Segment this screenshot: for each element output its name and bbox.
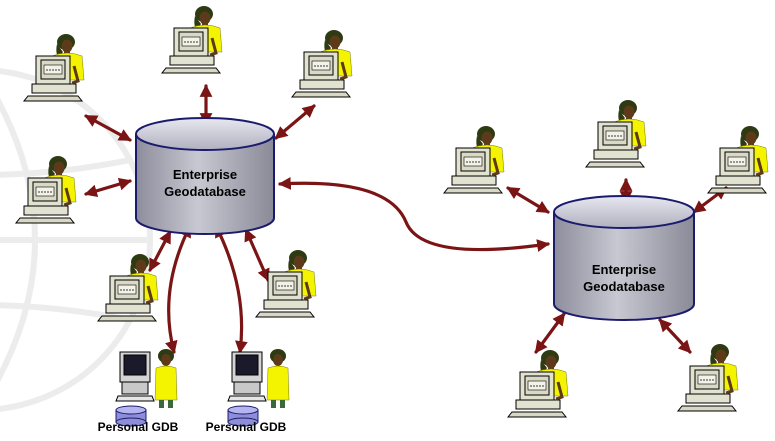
arrow-left-db-to-personal-2	[214, 224, 248, 354]
arrow-right-db-to-ws-bottom-right	[658, 318, 692, 354]
workstation-low-right	[254, 248, 318, 319]
user-at-computer-icon	[676, 342, 740, 413]
db-right-label-line1: Enterprise	[592, 262, 656, 277]
workstation-right-bottom-left	[506, 348, 570, 419]
user-at-computer-icon	[706, 124, 770, 195]
workstation-right-top	[584, 98, 648, 169]
database-cylinder-icon	[553, 212, 695, 321]
personal-gdb-label-1: Personal GDB	[98, 420, 179, 434]
workstation-top-right	[290, 28, 354, 99]
enterprise-geodatabase-right: Enterprise Geodatabase	[553, 195, 695, 321]
user-at-computer-icon	[584, 98, 648, 169]
workstation-right-left	[442, 124, 506, 195]
user-at-computer-icon	[442, 124, 506, 195]
enterprise-geodatabase-left: Enterprise Geodatabase	[135, 117, 275, 235]
db-left-label-line1: Enterprise	[173, 167, 237, 182]
personal-gdb-label-2: Personal GDB	[206, 420, 287, 434]
user-at-computer-icon	[160, 4, 224, 75]
arrow-left-db-to-ws-top-left	[84, 114, 132, 142]
personal-computer-icon	[227, 348, 290, 409]
arrow-db-link	[278, 177, 550, 252]
workstation-right-right	[706, 124, 770, 195]
personal-computer-1	[115, 348, 178, 409]
database-cylinder-icon	[135, 134, 275, 235]
arrow-left-db-to-ws-top-right	[274, 104, 316, 140]
user-at-computer-icon	[506, 348, 570, 419]
user-at-computer-icon	[254, 248, 318, 319]
db-right-label-line2: Geodatabase	[583, 279, 665, 294]
arrow-left-db-to-ws-low-left	[148, 230, 172, 272]
arrow-left-db-to-personal-1	[165, 224, 192, 354]
user-at-computer-icon	[22, 32, 86, 103]
workstation-top-left	[22, 32, 86, 103]
user-at-computer-icon	[290, 28, 354, 99]
personal-computer-icon	[115, 348, 178, 409]
workstation-top-center	[160, 4, 224, 75]
workstation-right-bottom-right	[676, 342, 740, 413]
arrow-left-db-to-ws-mid-left	[84, 177, 132, 198]
personal-computer-2	[227, 348, 290, 409]
arrow-left-db-to-ws-low-right	[244, 228, 270, 282]
arrow-right-db-to-ws-bottom-left	[534, 312, 566, 354]
db-left-label-line2: Geodatabase	[164, 184, 246, 199]
arrow-right-db-to-ws-left	[506, 186, 550, 214]
